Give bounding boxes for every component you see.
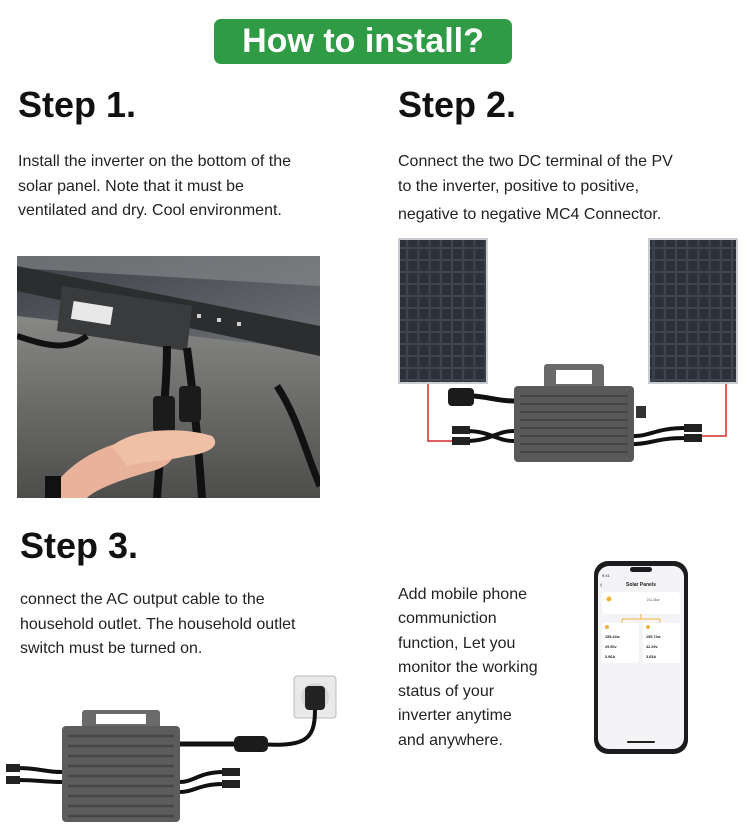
step-2-line: negative to negative MC4 Connector. — [398, 206, 662, 223]
monitoring-line: and anywhere. — [398, 731, 503, 749]
step-1-line: ventilated and dry. Cool environment. — [18, 202, 282, 219]
app-title: Solar Panels — [626, 582, 656, 588]
app-card2-value2: 42.29v — [646, 645, 659, 649]
pv-connection-diagram — [396, 236, 740, 466]
step-3-line: household outlet. The household outlet — [20, 615, 296, 633]
svg-text:‹: ‹ — [600, 582, 603, 589]
monitoring-line: inverter anytime — [398, 707, 512, 725]
monitoring-line: Add mobile phone — [398, 586, 527, 603]
monitoring-line: monitor the working — [398, 658, 538, 676]
app-card2-value1: 155.72w — [646, 635, 661, 639]
step-3-line: switch must be turned on. — [20, 640, 203, 657]
app-card1-value2: 29.50v — [605, 645, 618, 649]
monitoring-line: function, Let you — [398, 634, 516, 652]
step-2-line: Connect the two DC terminal of the PV — [398, 153, 673, 170]
app-card1-value3: 3.96A — [605, 655, 615, 659]
svg-text:9:41: 9:41 — [602, 573, 611, 578]
step-1-title: Step 1. — [18, 84, 137, 125]
ac-connection-diagram — [4, 672, 344, 824]
inverter-icon — [62, 710, 180, 822]
monitoring-description: Add mobile phone communiction function, … — [398, 583, 538, 753]
page-title: How to install? — [214, 19, 512, 64]
step-2-description: Connect the two DC terminal of the PV to… — [398, 150, 673, 228]
step-1-line: Install the inverter on the bottom of th… — [18, 153, 292, 170]
step-3-line: connect the AC output cable to the — [20, 591, 265, 608]
app-total-power: 211.3kw — [647, 598, 660, 602]
step-2-line: to the inverter, positive to positive, — [398, 177, 640, 195]
solar-panel-icon — [648, 238, 738, 384]
monitoring-line: communiction — [398, 610, 497, 628]
monitoring-line: status of your — [398, 683, 495, 701]
step-3-description: connect the AC output cable to the house… — [20, 588, 295, 662]
smartphone-icon: 9:41 ‹ Solar Panels 211.3kw 155.42w 29.5… — [594, 561, 688, 754]
step-3-title: Step 3. — [20, 525, 139, 566]
step-2-title: Step 2. — [398, 84, 517, 125]
inverter-icon — [514, 364, 646, 462]
step-1-line: solar panel. Note that it must be — [18, 177, 244, 195]
app-card2-value3: 3.65A — [646, 655, 656, 659]
app-card1-value1: 155.42w — [605, 635, 620, 639]
installation-photo — [17, 256, 320, 498]
step-1-description: Install the inverter on the bottom of th… — [18, 150, 291, 224]
solar-panel-icon — [398, 238, 488, 384]
